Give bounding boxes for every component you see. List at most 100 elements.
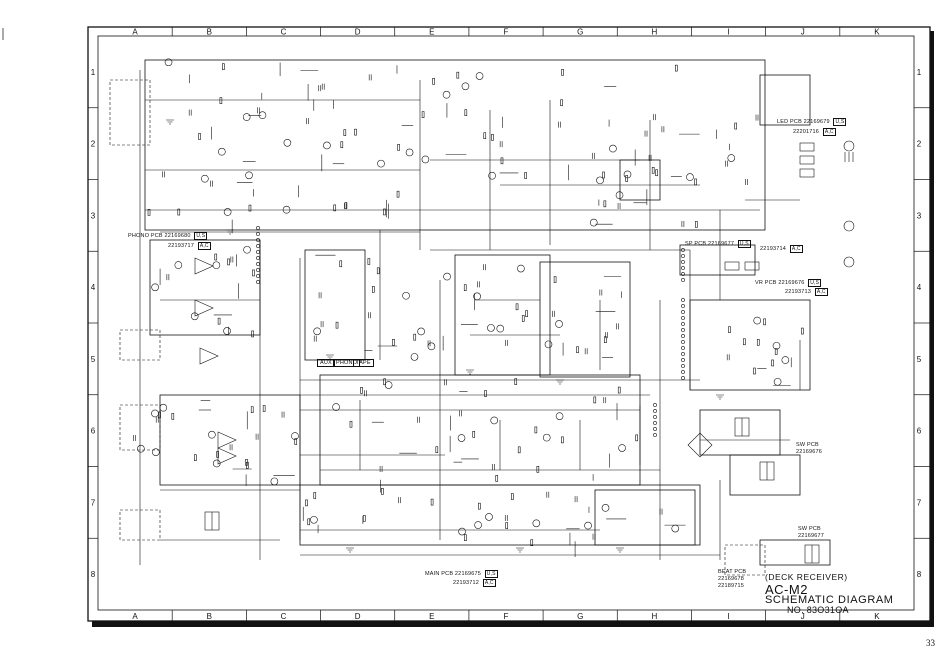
transistor: [377, 159, 385, 168]
resistor: [464, 534, 467, 541]
ground-symbol: [616, 547, 624, 553]
capacitor: [648, 154, 652, 161]
transistor: [384, 381, 393, 389]
connector-pin: [256, 268, 260, 272]
resistor: [491, 134, 494, 141]
resistor: [743, 338, 746, 346]
sw-pcb-label-1: SW PCB 22169676: [796, 442, 822, 456]
resistor: [695, 221, 698, 228]
transistor: [601, 504, 610, 512]
resistor: [617, 386, 621, 394]
column-letter: I: [727, 28, 729, 37]
row-number: 3: [91, 211, 96, 220]
pcb-outline: [144, 59, 766, 231]
pcb-outline: [699, 409, 781, 456]
resistor: [335, 321, 339, 329]
transistor: [245, 171, 253, 180]
column-letter: J: [801, 612, 805, 621]
resistor: [495, 475, 499, 482]
ground-symbol: [166, 119, 174, 125]
capacitor: [188, 109, 192, 116]
column-letter: C: [281, 28, 287, 37]
connector-pin: [681, 328, 685, 332]
sw-pcb-2-code: 22169677: [798, 533, 825, 539]
resistor: [517, 446, 521, 454]
connector-pin: [681, 254, 685, 258]
led-pcb-code-1: 22169679: [803, 119, 830, 125]
ground-symbol: [716, 394, 724, 400]
column-letter: C: [281, 612, 287, 621]
connector-pin: [681, 370, 685, 374]
resistor: [251, 330, 254, 338]
transistor-symbol-legend: [843, 140, 855, 268]
column-letter: E: [429, 612, 434, 621]
transistor: [589, 218, 598, 227]
capacitor: [558, 121, 561, 128]
connector-pin: [681, 376, 685, 380]
source-tag-phono: PHONO: [333, 359, 361, 367]
transistor: [258, 111, 267, 120]
transistor: [615, 191, 624, 199]
pcb-outline: [159, 394, 301, 486]
ground-symbol: [516, 547, 524, 553]
capacitor: [321, 83, 325, 90]
beat-pcb-name: BEAT PCB: [718, 569, 747, 575]
vr-pcb-label-2: 22193713 A,C: [785, 288, 828, 296]
transistor: [223, 208, 232, 216]
transistor: [753, 316, 762, 325]
row-number: 3: [917, 211, 922, 220]
connector-pin: [653, 415, 657, 419]
transistor: [151, 448, 160, 456]
resistor: [553, 276, 557, 283]
transistor: [137, 444, 145, 453]
pcb-outline: [594, 489, 696, 546]
connector-pin: [256, 274, 260, 278]
transistor: [270, 477, 279, 486]
capacitor: [364, 390, 367, 397]
resistor: [339, 260, 343, 268]
transistor: [243, 245, 251, 254]
column-letter: J: [801, 28, 805, 37]
resistor: [396, 190, 400, 198]
transistor: [671, 524, 680, 533]
resistor: [245, 459, 248, 466]
row-ticks: [88, 107, 930, 539]
resistor: [560, 99, 563, 107]
column-letter: A: [132, 28, 138, 37]
vr-pcb-tag-1: U,S: [808, 279, 822, 287]
transistor: [474, 521, 482, 529]
transistor: [159, 403, 168, 412]
pcb-outline: [679, 244, 756, 276]
resistor: [340, 141, 344, 149]
transistor: [443, 272, 451, 281]
resistor: [222, 63, 225, 70]
resistor: [771, 359, 774, 367]
resistor: [252, 269, 255, 277]
transistor: [151, 283, 159, 292]
main-pcb-label: MAIN PCB 22169675 U,S: [425, 570, 498, 578]
vr-pcb-label: VR PCB 22169676 U,S: [755, 279, 822, 287]
resistor: [511, 493, 514, 500]
transistor: [487, 324, 495, 332]
column-ticks: [171, 27, 841, 621]
beat-pcb-code-2: 22189715: [718, 583, 745, 589]
column-letter: K: [874, 612, 880, 621]
title-diagram-name: SCHEMATIC DIAGRAM: [765, 594, 894, 606]
capacitor: [229, 444, 233, 451]
connector-pin: [256, 238, 260, 242]
phono-pcb-label: PHONO PCB 22169680 U,S: [128, 232, 208, 240]
row-number: 8: [917, 570, 922, 579]
transistor: [291, 432, 299, 440]
transistor: [212, 459, 221, 468]
resistor: [478, 502, 481, 510]
connector-pin: [653, 421, 657, 425]
resistor: [362, 515, 366, 522]
opamp: [217, 447, 237, 465]
resistor: [536, 466, 540, 473]
sp-pcb-code-2: 22193714: [760, 246, 787, 252]
capacitor: [552, 310, 555, 317]
capacitor: [605, 332, 608, 339]
capacitor: [257, 107, 260, 114]
